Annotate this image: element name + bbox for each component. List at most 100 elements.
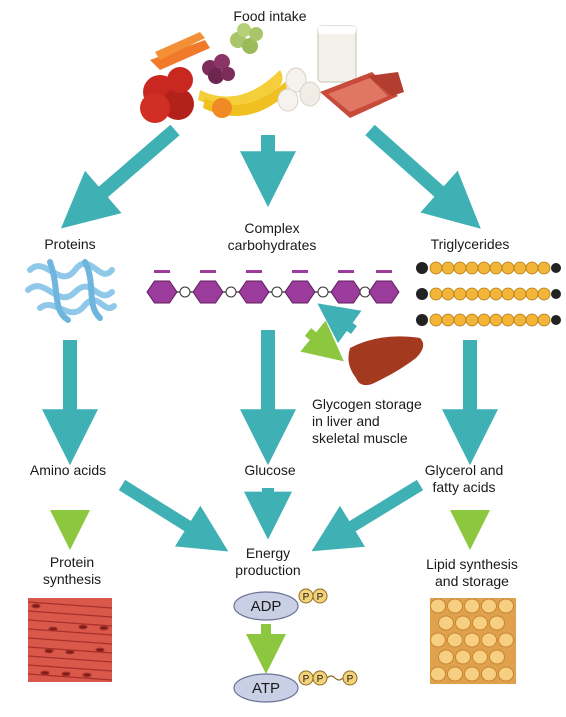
muscle-nucleus <box>48 626 58 632</box>
glucose-unit-hexagon <box>330 280 362 304</box>
phosphate-label: P <box>317 592 324 603</box>
fatty-acid-unit <box>441 261 455 275</box>
fatty-acid-unit <box>453 287 467 301</box>
muscle-nucleus <box>78 624 88 630</box>
triglyceride-molecules <box>416 261 561 327</box>
adipocyte <box>481 666 497 682</box>
muscle-fiber <box>27 655 113 663</box>
arrow-food-to-triglycerides <box>365 124 481 229</box>
muscle-nucleus <box>31 603 41 609</box>
arrow-glycerol-to-energy <box>311 479 424 552</box>
fatty-acid-end <box>551 263 561 273</box>
adipocyte <box>498 632 514 648</box>
adipocyte <box>498 666 514 682</box>
glucose-unit-tab <box>246 270 262 273</box>
arrow-amino-to-energy <box>118 479 229 552</box>
adipocyte <box>455 649 471 665</box>
fatty-acid-unit <box>525 287 539 301</box>
fatty-acid-unit <box>513 287 527 301</box>
muscle-tissue-illustration <box>27 598 113 682</box>
fatty-acid-unit <box>465 287 479 301</box>
fatty-acid-unit <box>465 313 479 327</box>
adipocyte <box>430 666 446 682</box>
glycerol-head <box>416 314 428 326</box>
arrow-glycogen-to-carbs <box>317 303 362 344</box>
fatty-acid-unit <box>441 287 455 301</box>
phosphate-label: P <box>303 592 310 603</box>
fatty-acid-unit <box>537 313 551 327</box>
glucose-unit-hexagon <box>238 280 270 304</box>
muscle-nucleus <box>82 672 92 678</box>
glycogen-storage-label: Glycogen storage in liver and skeletal m… <box>312 396 422 446</box>
fatty-acid-unit <box>537 261 551 275</box>
glycerol-head <box>416 262 428 274</box>
muscle-nucleus <box>95 647 105 653</box>
phosphate-label: P <box>317 674 324 685</box>
muscle-fiber <box>27 619 113 627</box>
muscle-fiber <box>27 601 113 609</box>
triglycerides-label: Triglycerides <box>430 236 510 252</box>
fatty-acid-unit <box>513 261 527 275</box>
liver-illustration <box>348 336 424 386</box>
fatty-acid-unit <box>501 261 515 275</box>
food-intake-label: Food intake <box>233 8 307 24</box>
fatty-acid-unit <box>537 287 551 301</box>
adipocyte <box>430 632 446 648</box>
fatty-acid-unit <box>513 313 527 327</box>
glucose-unit-tab <box>200 270 216 273</box>
proteins-label: Proteins <box>44 236 96 252</box>
fatty-acid-unit <box>477 287 491 301</box>
fatty-acid-unit <box>489 261 503 275</box>
muscle-nucleus <box>99 625 109 631</box>
adipocyte <box>430 598 446 614</box>
glycerol-fatty-acids-label: Glycerol and fatty acids <box>424 462 504 495</box>
lipid-synthesis-label: Lipid synthesis and storage <box>426 556 518 589</box>
muscle-fiber <box>27 628 113 636</box>
atp-label: ATP <box>252 680 280 697</box>
adp-node: ADP P P <box>233 588 328 621</box>
muscle-nucleus <box>65 649 75 655</box>
carbohydrate-chain <box>146 270 400 304</box>
adipocyte <box>489 615 505 631</box>
fatty-acid-unit <box>429 287 443 301</box>
phosphate-label: P <box>347 674 354 685</box>
glycosidic-bond <box>271 286 283 298</box>
fatty-acid-unit <box>453 313 467 327</box>
phosphate-label: P <box>303 674 310 685</box>
adipocyte <box>438 649 454 665</box>
fatty-acid-unit <box>477 261 491 275</box>
muscle-fiber <box>27 664 113 672</box>
glucose-label: Glucose <box>244 462 296 478</box>
arrow-carbs-to-glycogen <box>300 320 344 362</box>
muscle-nucleus <box>44 648 54 654</box>
protein-synthesis-label: Protein synthesis <box>42 554 102 587</box>
adipose-tissue-illustration <box>430 598 516 684</box>
fatty-acid-unit <box>429 261 443 275</box>
glucose-unit-tab <box>338 270 354 273</box>
food-illustration <box>140 23 404 123</box>
glycosidic-bond <box>225 286 237 298</box>
fatty-acid-unit <box>429 313 443 327</box>
fatty-acid-unit <box>525 313 539 327</box>
complex-carbohydrates-label: Complex carbohydrates <box>227 220 317 253</box>
glycosidic-bond <box>317 286 329 298</box>
fatty-acid-unit <box>441 313 455 327</box>
muscle-nucleus <box>61 671 71 677</box>
glucose-unit-hexagon <box>368 280 400 304</box>
fatty-acid-unit <box>465 261 479 275</box>
arrow-food-to-proteins <box>60 124 180 229</box>
glycerol-head <box>416 288 428 300</box>
fatty-acid-unit <box>453 261 467 275</box>
adipocyte <box>464 666 480 682</box>
amino-acids-label: Amino acids <box>29 462 107 478</box>
adipocyte <box>489 649 505 665</box>
adipocyte <box>481 632 497 648</box>
fatty-acid-unit <box>501 313 515 327</box>
adipocyte <box>472 615 488 631</box>
glucose-unit-hexagon <box>284 280 316 304</box>
fatty-acid-unit <box>477 313 491 327</box>
adp-label: ADP <box>251 598 282 615</box>
muscle-fiber <box>27 673 113 681</box>
adipocyte <box>464 598 480 614</box>
